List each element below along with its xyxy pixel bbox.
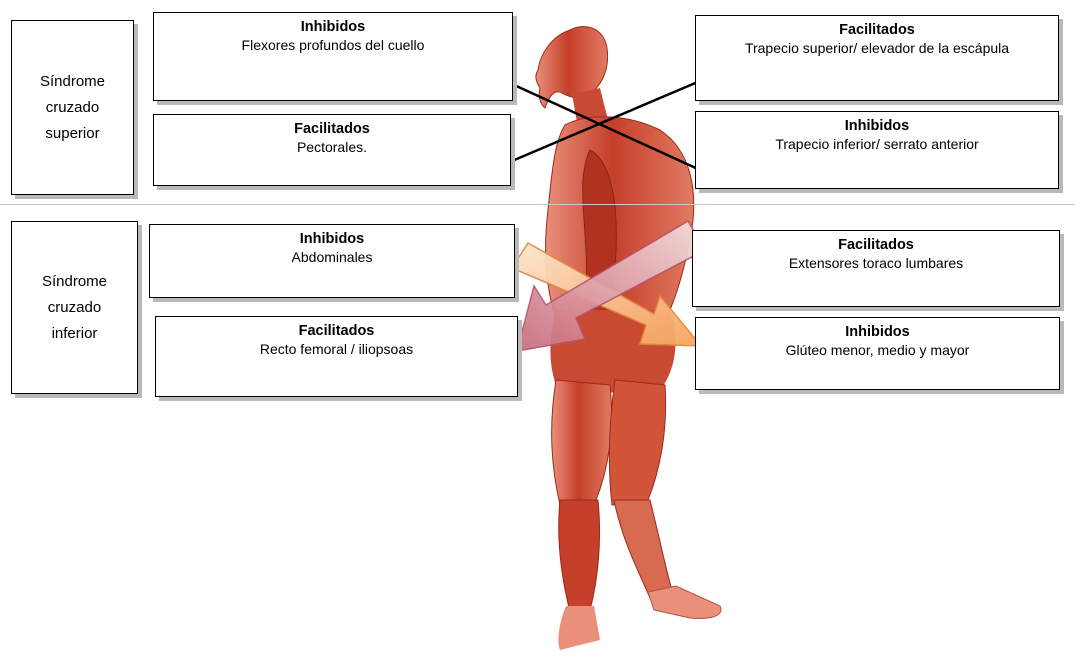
upper-right-bottom-box: Inhibidos Trapecio inferior/ serrato ant… — [695, 111, 1059, 189]
lower-left-top-box: Inhibidos Abdominales — [149, 224, 515, 298]
upper-left-bottom-box: Facilitados Pectorales. — [153, 114, 511, 186]
upper-right-top-body: Trapecio superior/ elevador de la escápu… — [696, 39, 1058, 57]
lower-left-bottom-title: Facilitados — [156, 322, 517, 340]
lower-left-bottom-body: Recto femoral / iliopsoas — [156, 340, 517, 358]
lower-left-top-title: Inhibidos — [150, 230, 514, 248]
upper-right-top-title: Facilitados — [696, 21, 1058, 39]
upper-right-bottom-body: Trapecio inferior/ serrato anterior — [696, 135, 1058, 153]
lower-right-top-body: Extensores toraco lumbares — [693, 254, 1059, 272]
figure-calf — [559, 500, 600, 612]
upper-left-top-body: Flexores profundos del cuello — [154, 36, 512, 54]
upper-syndrome-label: Síndrome cruzado superior — [11, 20, 134, 195]
upper-label-line-1: Síndrome — [40, 69, 105, 95]
lower-right-bottom-body: Glúteo menor, medio y mayor — [696, 341, 1059, 359]
lower-left-top-body: Abdominales — [150, 248, 514, 266]
upper-label-line-2: cruzado — [40, 95, 105, 121]
figure-calf-back — [614, 500, 672, 598]
upper-label-line-3: superior — [40, 121, 105, 147]
figure-foot — [558, 606, 600, 650]
lower-label-line-2: cruzado — [42, 295, 107, 321]
section-divider — [0, 204, 1075, 205]
figure-foot-back — [648, 586, 721, 619]
lower-right-top-box: Facilitados Extensores toraco lumbares — [692, 230, 1060, 307]
lower-label-line-1: Síndrome — [42, 269, 107, 295]
upper-left-top-title: Inhibidos — [154, 18, 512, 36]
lower-syndrome-label: Síndrome cruzado inferior — [11, 221, 138, 394]
lower-right-top-title: Facilitados — [693, 236, 1059, 254]
lower-label-line-3: inferior — [42, 321, 107, 347]
upper-right-bottom-title: Inhibidos — [696, 117, 1058, 135]
upper-right-top-box: Facilitados Trapecio superior/ elevador … — [695, 15, 1059, 101]
upper-left-top-box: Inhibidos Flexores profundos del cuello — [153, 12, 513, 101]
figure-thigh — [552, 380, 612, 505]
upper-left-bottom-body: Pectorales. — [154, 138, 510, 156]
lower-right-bottom-box: Inhibidos Glúteo menor, medio y mayor — [695, 317, 1060, 390]
upper-left-bottom-title: Facilitados — [154, 120, 510, 138]
lower-right-bottom-title: Inhibidos — [696, 323, 1059, 341]
lower-left-bottom-box: Facilitados Recto femoral / iliopsoas — [155, 316, 518, 397]
figure-thigh-back — [609, 380, 665, 505]
